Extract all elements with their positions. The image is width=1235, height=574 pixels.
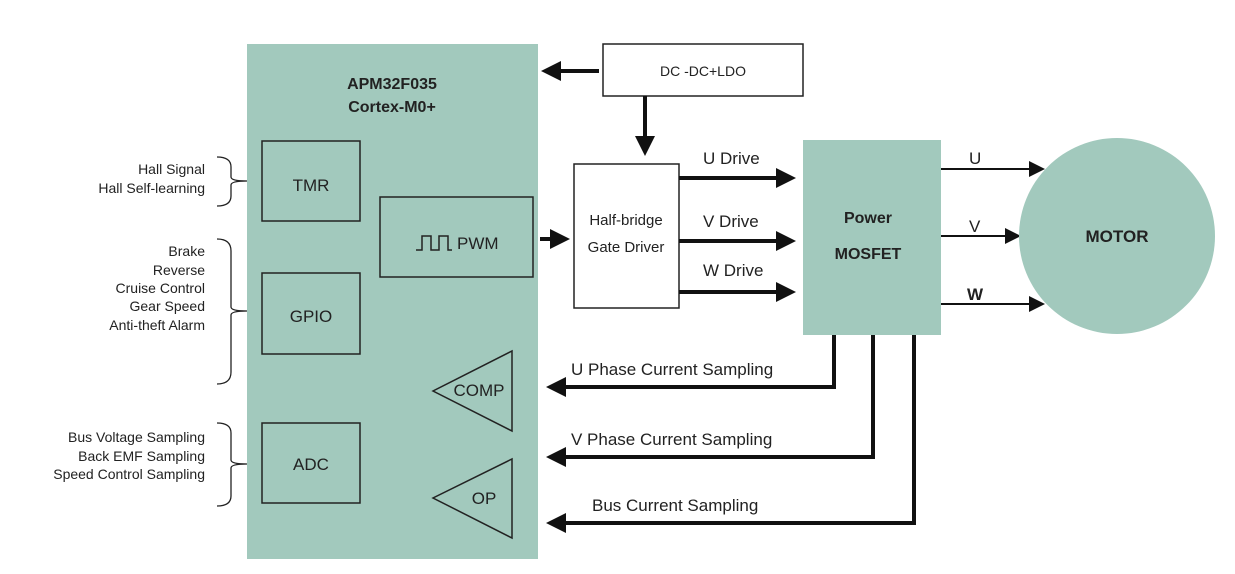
brace-tmr bbox=[216, 156, 248, 207]
input-cruise-control: Cruise Control bbox=[116, 280, 205, 296]
comp-triangle bbox=[431, 349, 513, 433]
feedback-v-phase-label: V Phase Current Sampling bbox=[571, 430, 772, 449]
mcu-name: APM32F035 bbox=[347, 76, 437, 93]
brace-adc bbox=[216, 422, 248, 507]
brace-gpio bbox=[216, 238, 248, 385]
gate-driver-label-1: Half-bridge bbox=[589, 212, 662, 229]
feedback-u-phase-line bbox=[546, 335, 836, 397]
phase-w-label: W bbox=[967, 285, 984, 304]
op-label: OP bbox=[472, 489, 497, 508]
motor-label: MOTOR bbox=[1086, 227, 1149, 246]
input-brake: Brake bbox=[168, 243, 205, 259]
pwm-block bbox=[379, 196, 534, 278]
op-triangle bbox=[431, 457, 513, 540]
mosfet-label-1: Power bbox=[844, 210, 892, 227]
input-hall-signal: Hall Signal bbox=[138, 161, 205, 177]
feedback-bus-current-label: Bus Current Sampling bbox=[592, 496, 758, 515]
input-reverse: Reverse bbox=[153, 262, 205, 278]
pwm-label: PWM bbox=[457, 234, 499, 253]
phase-u-label: U bbox=[969, 149, 981, 168]
input-speed-control-sampling: Speed Control Sampling bbox=[53, 466, 205, 482]
input-hall-self-learning: Hall Self-learning bbox=[98, 180, 205, 196]
power-supply-label: DC -DC+LDO bbox=[660, 63, 746, 79]
mosfet-block bbox=[803, 140, 941, 335]
motor-circle bbox=[1019, 138, 1215, 334]
tmr-block bbox=[261, 140, 361, 222]
feedback-bus-current-line bbox=[546, 335, 916, 533]
pwm-waveform-icon bbox=[416, 235, 452, 251]
adc-label: ADC bbox=[293, 455, 329, 474]
gpio-block bbox=[261, 272, 361, 355]
phase-v-label: V bbox=[969, 217, 981, 236]
power-supply-block bbox=[602, 43, 804, 97]
tmr-label: TMR bbox=[293, 176, 330, 195]
u-drive-label: U Drive bbox=[703, 149, 760, 168]
adc-block bbox=[261, 422, 361, 504]
mcu-core: Cortex-M0+ bbox=[348, 99, 436, 116]
input-back-emf-sampling: Back EMF Sampling bbox=[78, 448, 205, 464]
gate-driver-block bbox=[573, 163, 680, 309]
mosfet-label-2: MOSFET bbox=[835, 246, 902, 263]
comp-label: COMP bbox=[454, 381, 505, 400]
v-drive-label: V Drive bbox=[703, 212, 759, 231]
gate-driver-label-2: Gate Driver bbox=[588, 239, 665, 256]
input-anti-theft-alarm: Anti-theft Alarm bbox=[109, 317, 205, 333]
feedback-u-phase-label: U Phase Current Sampling bbox=[571, 360, 773, 379]
input-gear-speed: Gear Speed bbox=[130, 298, 206, 314]
gpio-label: GPIO bbox=[290, 307, 333, 326]
input-bus-voltage-sampling: Bus Voltage Sampling bbox=[68, 429, 205, 445]
feedback-v-phase-line bbox=[546, 335, 875, 467]
w-drive-label: W Drive bbox=[703, 261, 763, 280]
